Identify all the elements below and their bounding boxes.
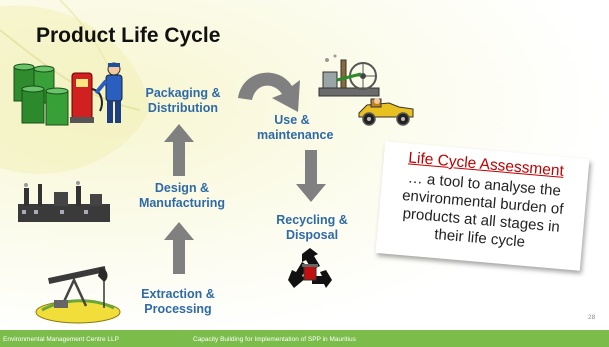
- factory-clipart: [18, 181, 110, 222]
- stage-design-manufacturing: Design & Manufacturing: [138, 181, 226, 210]
- lca-callout-body: … a tool to analyse the environmental bu…: [401, 169, 565, 251]
- oil-pump-jack-clipart: [35, 266, 121, 324]
- stage-packaging-distribution: Packaging & Distribution: [145, 86, 221, 115]
- down-arrow-icon: [296, 150, 326, 202]
- footer-organization: Environmental Management Centre LLP: [3, 336, 119, 343]
- stage-use-maintenance: Use & maintenance: [257, 113, 334, 142]
- up-arrow-icon: [164, 124, 194, 176]
- steam-engine-clipart: [318, 54, 380, 97]
- footer-project: Capacity Building for Implementation of …: [193, 336, 356, 343]
- recycle-symbol-icon: [288, 248, 332, 288]
- barrels-fuel-pump-clipart: [13, 62, 123, 126]
- curved-arrow-icon: [238, 72, 300, 112]
- up-arrow-icon: [164, 222, 194, 274]
- vintage-car-clipart: [358, 98, 414, 126]
- stage-recycling-disposal: Recycling & Disposal: [276, 213, 348, 242]
- lca-callout: Life Cycle Assessment … a tool to analys…: [375, 141, 590, 271]
- slide-title: Product Life Cycle: [36, 24, 221, 47]
- footer-bar: Environmental Management Centre LLP Capa…: [0, 330, 609, 347]
- page-number: 28: [588, 314, 596, 321]
- stage-extraction-processing: Extraction & Processing: [141, 287, 215, 316]
